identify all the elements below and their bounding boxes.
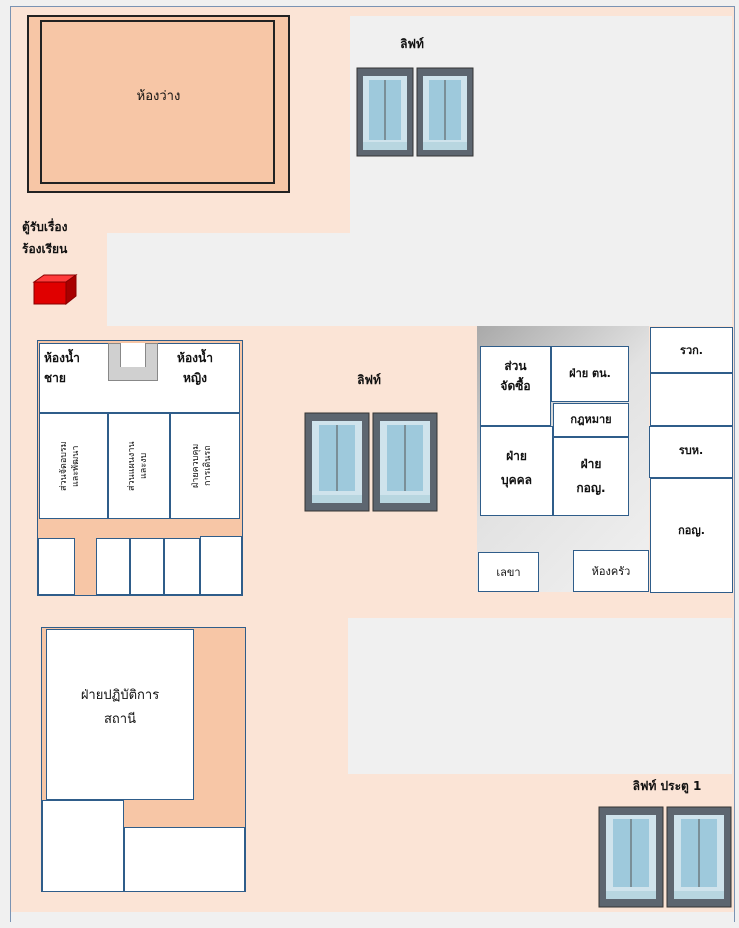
room-rbh-label: รบห. — [678, 444, 704, 457]
room-rwk-label: รวก. — [680, 344, 703, 357]
room-traffic-control — [170, 413, 240, 519]
room-planning — [108, 413, 170, 519]
room-rwk — [650, 327, 733, 373]
bottom-strip — [11, 912, 734, 922]
empty-room: ห้องว่าง — [27, 15, 290, 193]
room-hr-label: ฝ่าย บุคคล — [500, 449, 533, 487]
empty-room-label: ห้องว่าง — [136, 89, 181, 104]
room-station-ops — [46, 629, 194, 800]
room-fin — [551, 346, 629, 402]
room-rbh — [649, 426, 733, 478]
room-legal — [553, 403, 629, 437]
elevator-icon — [597, 801, 732, 912]
room-legal-label: กฎหมาย — [570, 413, 612, 426]
room-traffic-control-label: ฝ่ายควบคุม การเดินรถ — [191, 443, 213, 489]
room-kitchen-label: ห้องครัว — [591, 565, 631, 578]
complaint-box-icon — [32, 274, 78, 306]
room-dept-kor-label: ฝ่าย กอญ. — [576, 457, 606, 495]
cubicle-3 — [130, 538, 164, 595]
room-fin-label: ฝ่าย ตน. — [569, 367, 611, 380]
room-planning-label: ส่วนแผนงาน และงบ — [127, 441, 149, 491]
room-bottom-small — [42, 800, 124, 892]
void-top-right — [350, 16, 732, 326]
room-blank-right — [650, 373, 733, 426]
room-procurement — [480, 346, 551, 426]
room-procurement-label: ส่วน จัดซื้อ — [500, 359, 531, 393]
cubicle-4 — [164, 538, 200, 595]
elevator-icon — [355, 62, 475, 162]
lift-mid-label: ลิฟท์ — [357, 373, 381, 387]
elevator-icon — [303, 407, 439, 517]
room-bottom-wide — [124, 827, 245, 892]
cubicle-5 — [200, 536, 242, 595]
void-bottom-right — [348, 618, 732, 774]
room-station-ops-label: ฝ่ายปฏิบัติการ สถานี — [80, 688, 160, 727]
room-secretary — [478, 552, 539, 592]
room-training-label: ส่วนจัดอบรม และพัฒนา — [59, 441, 81, 491]
room-kor-label: กอญ. — [678, 524, 705, 537]
room-dept-kor — [553, 437, 629, 516]
room-hr — [480, 426, 553, 516]
toilet-female-label: ห้องน้ำ หญิง — [177, 351, 213, 385]
room-training — [39, 413, 108, 519]
room-secretary-label: เลขา — [496, 566, 521, 579]
cubicle-2 — [96, 538, 130, 595]
room-kor — [650, 478, 733, 593]
lift-gate1-label: ลิฟท์ ประตู 1 — [632, 779, 702, 793]
complaint-box-label: ตู้รับเรื่อง ร้องเรียน — [22, 220, 68, 256]
lift-top-label: ลิฟท์ — [400, 37, 424, 51]
toilet-male-label: ห้องน้ำ ชาย — [44, 351, 80, 385]
cubicle-1 — [38, 538, 75, 595]
room-kitchen — [573, 550, 649, 592]
void-mid-left — [107, 233, 367, 326]
